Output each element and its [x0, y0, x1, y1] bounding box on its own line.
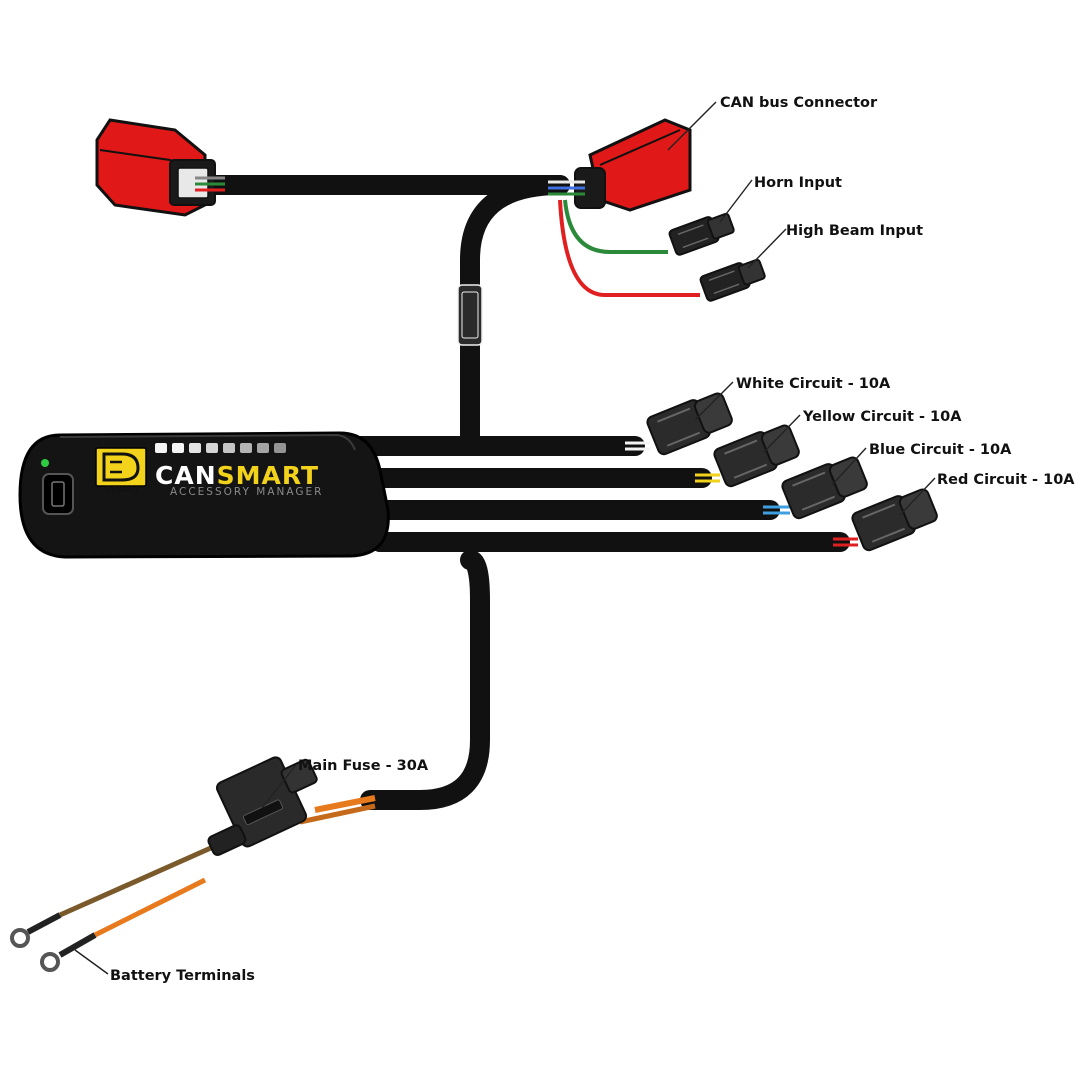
high-beam-wire [558, 199, 700, 297]
orange-lead-upper [314, 795, 376, 813]
label-horn-input: Horn Input [754, 175, 842, 191]
blue-circuit-connector [781, 456, 868, 520]
brown-battery-lead [58, 832, 242, 918]
orange-ring-terminal [40, 932, 97, 972]
label-main-fuse: Main Fuse - 30A [298, 758, 429, 774]
trunk-cable [460, 175, 570, 450]
brand-name: CANSMART [155, 461, 319, 490]
label-white-circuit: White Circuit - 10A [736, 376, 891, 392]
horn-wire [563, 199, 668, 254]
status-led [41, 459, 49, 467]
brown-ring-terminal [10, 912, 62, 948]
denali-logo-text: DENALI [105, 485, 138, 494]
inline-connector [457, 284, 483, 346]
high-beam-input-connector [699, 258, 766, 302]
brown-lead-upper [299, 803, 376, 825]
brand-name-smart: SMART [217, 461, 319, 490]
brand-name-can: CAN [155, 461, 217, 490]
label-high-beam-input: High Beam Input [786, 223, 923, 239]
left-red-connector [95, 118, 225, 217]
label-blue-circuit: Blue Circuit - 10A [869, 442, 1012, 458]
red-circuit-connector [851, 488, 938, 552]
wire-stubs [625, 441, 858, 547]
cansmart-module: DENALI CANSMART ACCESSORY MANAGER [18, 431, 390, 559]
label-battery-terminals: Battery Terminals [110, 968, 255, 984]
brand-subtitle: ACCESSORY MANAGER [170, 486, 323, 498]
label-yellow-circuit: Yellow Circuit - 10A [802, 409, 962, 425]
white-circuit-connector [646, 392, 733, 456]
orange-battery-lead [93, 877, 207, 938]
indicator-bars [155, 443, 286, 453]
denali-logo: DENALI [95, 447, 147, 494]
label-can-bus-connector: CAN bus Connector [720, 95, 878, 111]
usb-port [42, 473, 74, 515]
leader-lines [74, 101, 936, 975]
power-cable [360, 550, 490, 810]
can-bus-connector [548, 118, 692, 212]
label-red-circuit: Red Circuit - 10A [937, 472, 1075, 488]
yellow-circuit-connector [713, 424, 800, 488]
horn-input-connector [668, 212, 735, 256]
